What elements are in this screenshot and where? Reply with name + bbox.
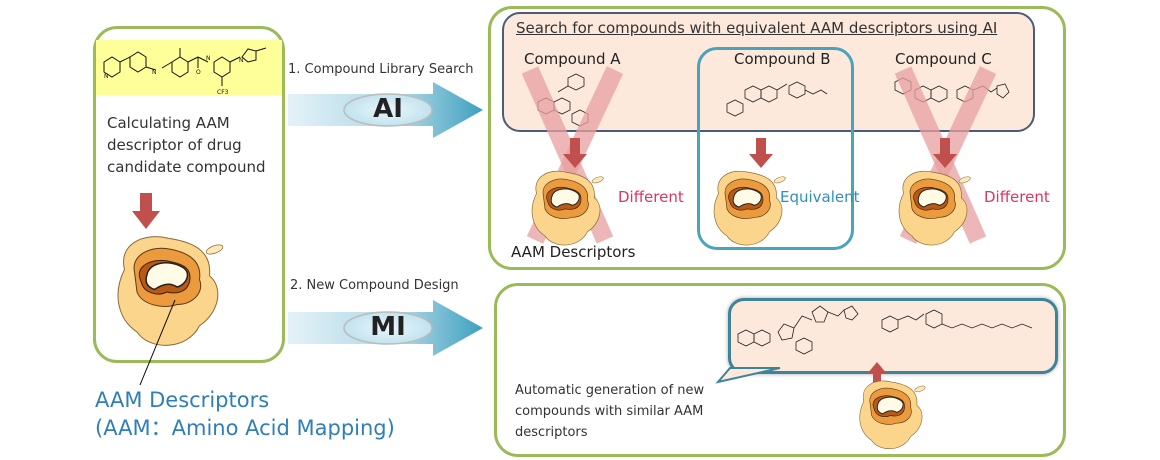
compound-a-name: Compound A — [524, 50, 621, 68]
compound-b-aam-map-icon — [713, 170, 787, 246]
svg-text:O: O — [196, 69, 201, 76]
design-caption-line: compounds with similar AAM — [515, 404, 704, 419]
up-arrow-icon — [867, 362, 887, 390]
down-arrow-icon — [933, 138, 957, 168]
cf3-label: CF3 — [217, 89, 229, 96]
description-line: descriptor of drug — [107, 136, 242, 154]
compound-b-highlight — [697, 47, 854, 250]
search-title: Search for compounds with equivalent AAM… — [516, 19, 998, 37]
ai-badge: AI — [373, 94, 403, 124]
design-aam-map-icon — [859, 380, 927, 450]
search-arrow-label: 1. Compound Library Search — [288, 62, 474, 77]
svg-text:N: N — [239, 57, 244, 64]
compound-b-structure-icon — [726, 81, 828, 117]
description-line: Calculating AAM — [107, 114, 230, 132]
aam-descriptors-label: AAM Descriptors — [511, 243, 636, 261]
design-arrow — [288, 300, 483, 356]
compound-c-result: Different — [984, 188, 1050, 206]
pointer-line — [139, 299, 176, 386]
down-arrow-icon — [749, 138, 773, 168]
svg-text:N: N — [152, 69, 157, 76]
mi-badge: MI — [370, 312, 406, 342]
design-caption: Automatic generation of new compounds wi… — [515, 380, 704, 443]
aam-caption: AAM Descriptors (AAM：Amino Acid Mapping) — [95, 386, 395, 442]
drug-candidate-description: Calculating AAM descriptor of drug candi… — [107, 112, 266, 178]
compound-c-aam-map-icon — [898, 170, 972, 246]
down-arrow-icon — [132, 193, 160, 229]
generated-compounds-structures-icon — [737, 305, 1033, 355]
compound-b-result: Equivalent — [780, 188, 860, 206]
generated-compounds-bubble — [728, 298, 1058, 374]
svg-text:N: N — [104, 73, 109, 80]
design-arrow-label: 2. New Compound Design — [290, 278, 459, 293]
search-arrow — [288, 82, 483, 138]
aam-caption-title: AAM Descriptors — [95, 388, 270, 412]
aam-caption-subtitle: (AAM：Amino Acid Mapping) — [95, 416, 395, 440]
description-line: candidate compound — [107, 158, 266, 176]
design-caption-line: Automatic generation of new — [515, 383, 705, 398]
speech-bubble-tail — [715, 367, 781, 384]
svg-text:N: N — [206, 55, 211, 62]
compound-a-result: Different — [618, 188, 684, 206]
design-caption-line: descriptors — [515, 425, 588, 440]
down-arrow-icon — [563, 138, 587, 168]
compound-c-name: Compound C — [895, 50, 992, 68]
compound-b-name: Compound B — [734, 50, 831, 68]
